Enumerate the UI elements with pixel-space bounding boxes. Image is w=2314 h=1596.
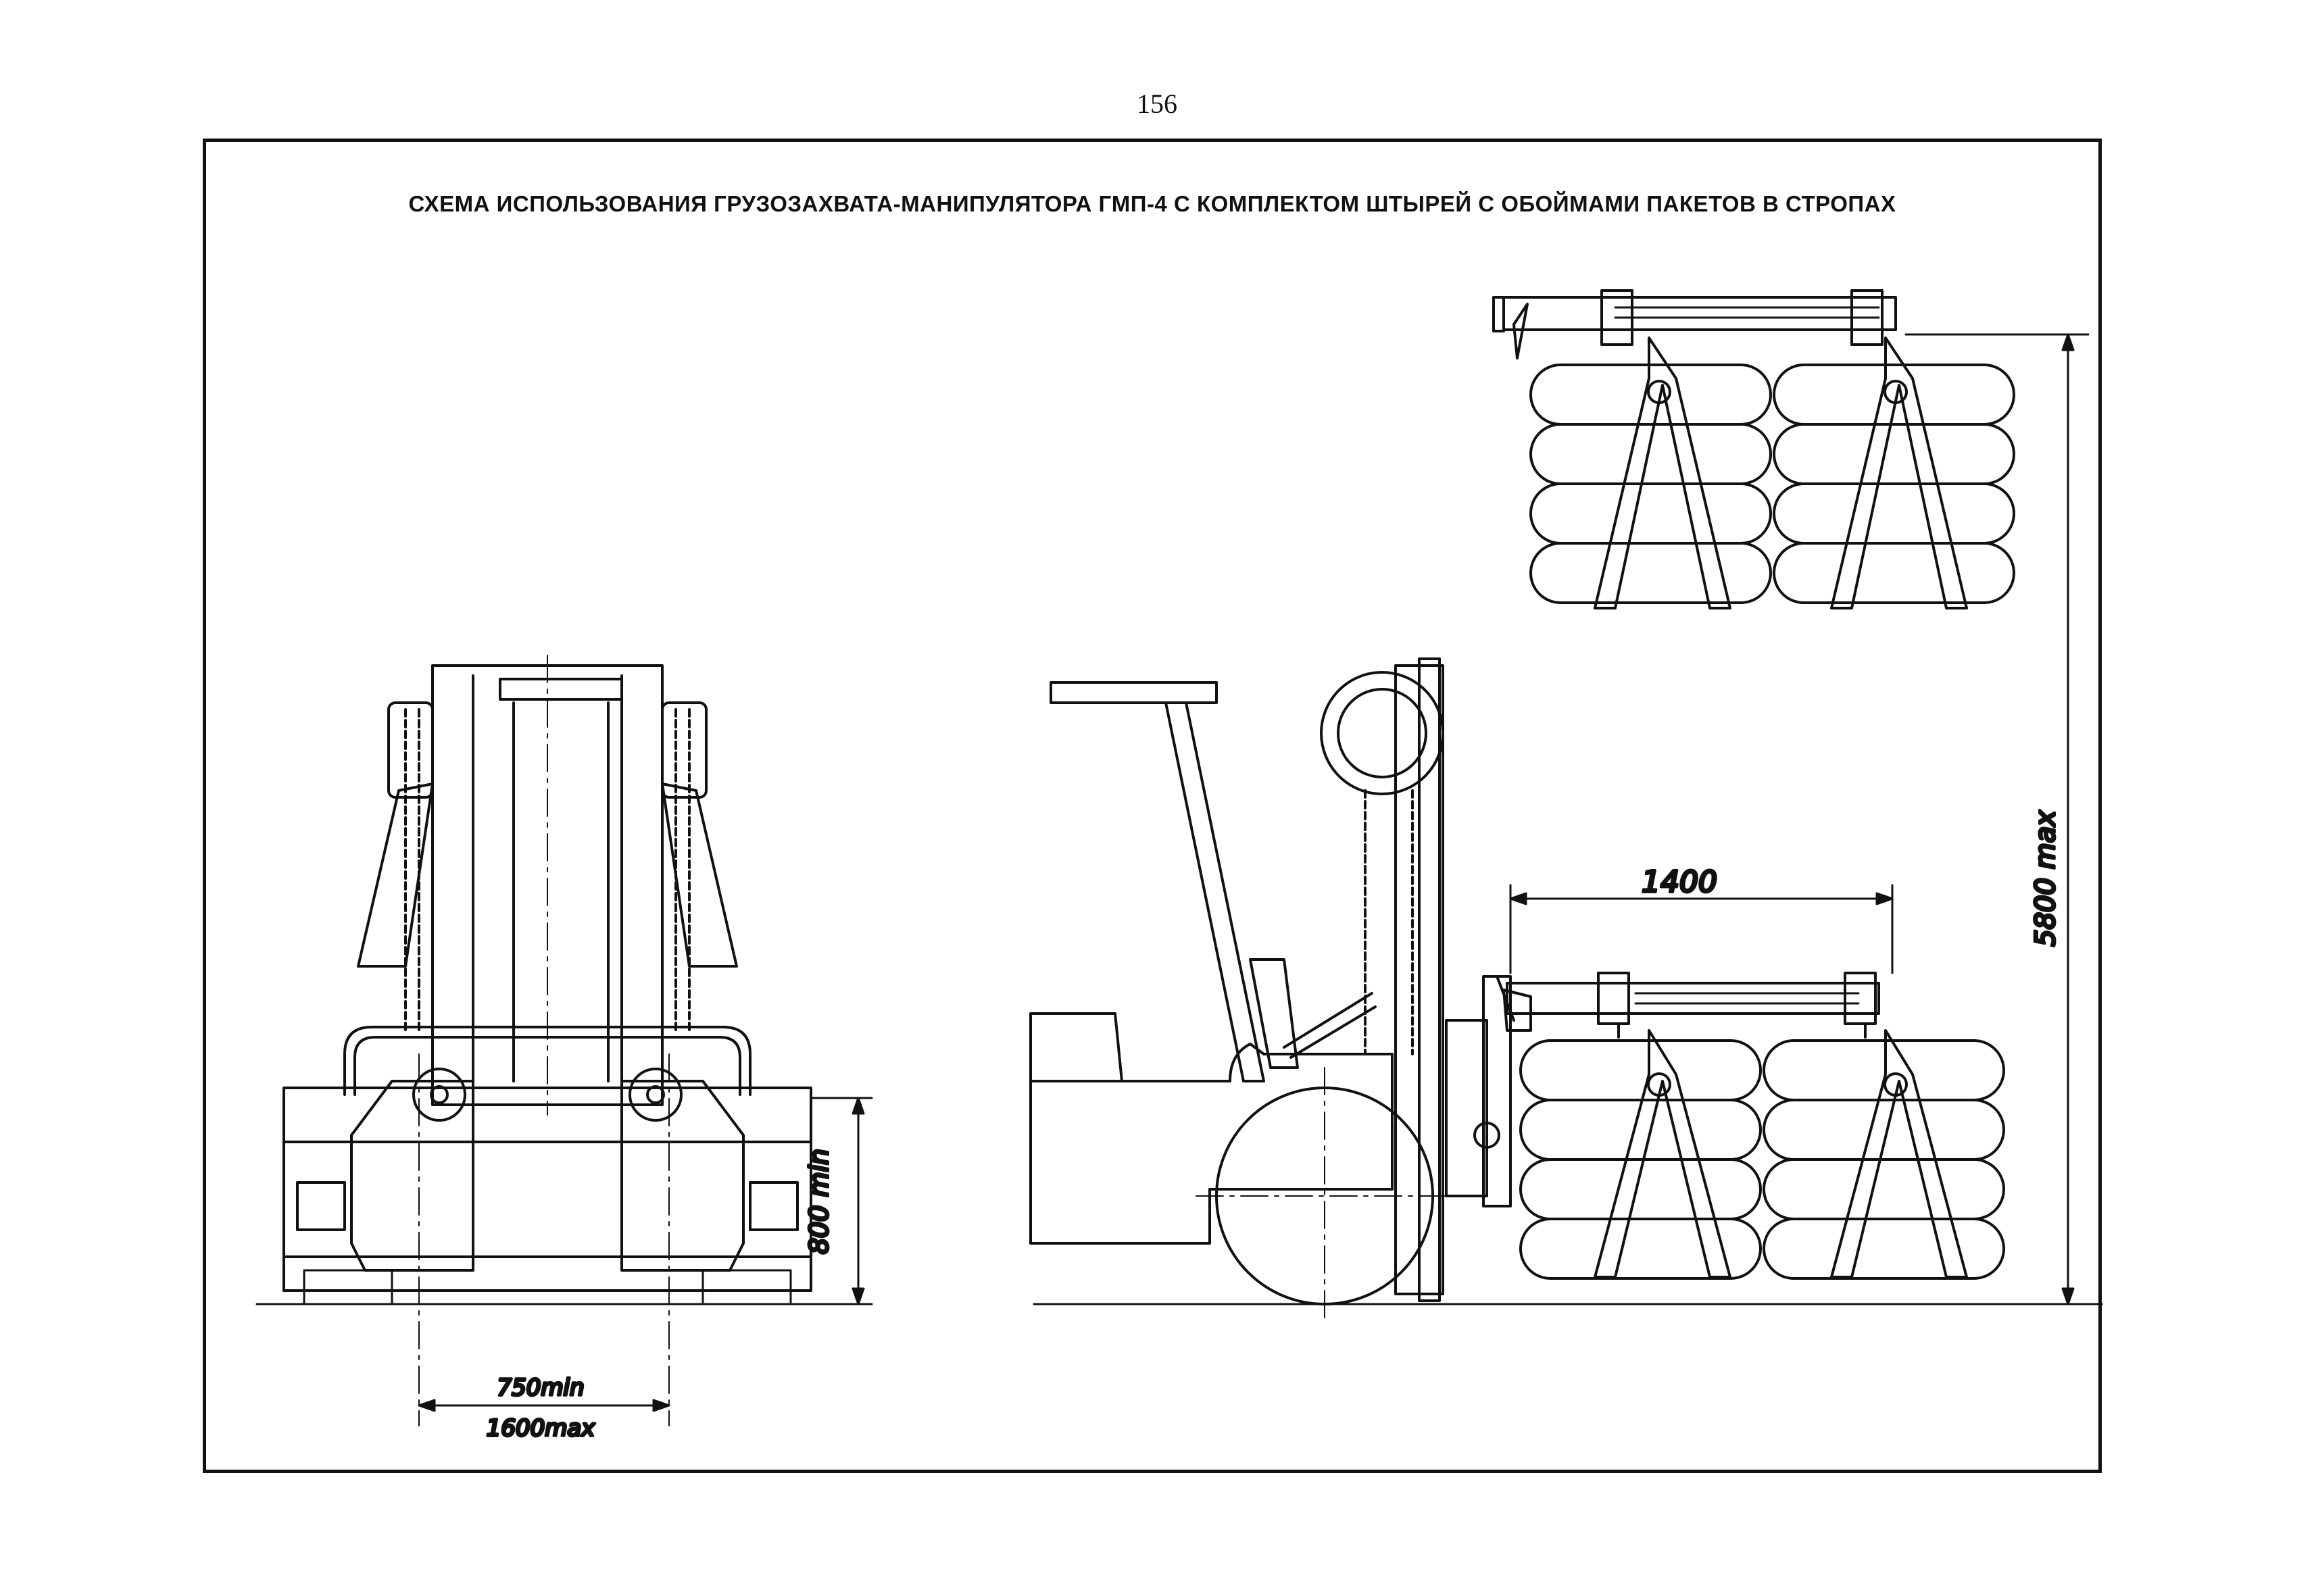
bag	[1529, 364, 1772, 426]
bag-stack-lower	[1519, 1039, 2005, 1280]
bag	[1773, 482, 2015, 545]
front-view-forklift	[255, 655, 873, 1426]
bag	[1529, 482, 1772, 545]
bag	[1763, 1158, 2005, 1220]
drawing-title: СХЕМА ИСПОЛЬЗОВАНИЯ ГРУЗОЗАХВАТА-МАНИПУЛ…	[408, 191, 1896, 216]
dim-height-min-label: 800 min	[804, 1149, 834, 1254]
dim-width-max-label: 1600max	[487, 1415, 595, 1442]
manipulator-arm-lower	[1502, 972, 1880, 1039]
bag	[1519, 1218, 1762, 1280]
bag	[1763, 1039, 2005, 1101]
bag	[1529, 423, 1772, 485]
bag	[1763, 1099, 2005, 1161]
bag	[1763, 1218, 2005, 1280]
bag	[1773, 423, 2015, 485]
dim-reach-label: 1400	[1642, 865, 1717, 899]
front-view-dimensions	[418, 1097, 873, 1412]
slings	[1594, 336, 1968, 1278]
bag	[1529, 542, 1772, 604]
page-number: 156	[1137, 89, 1177, 119]
manipulator-arm-upper	[1492, 289, 1897, 359]
bag	[1519, 1039, 1762, 1101]
dim-lift-max-label: 5800 max	[2030, 810, 2061, 947]
drawing-frame	[203, 139, 2102, 1473]
dim-width-min-label: 750min	[497, 1374, 584, 1401]
bag-stack-upper	[1529, 364, 2015, 604]
bag	[1773, 542, 2015, 604]
side-view-dimensions	[1509, 333, 2090, 1305]
side-view-forklift	[1029, 657, 2103, 1325]
